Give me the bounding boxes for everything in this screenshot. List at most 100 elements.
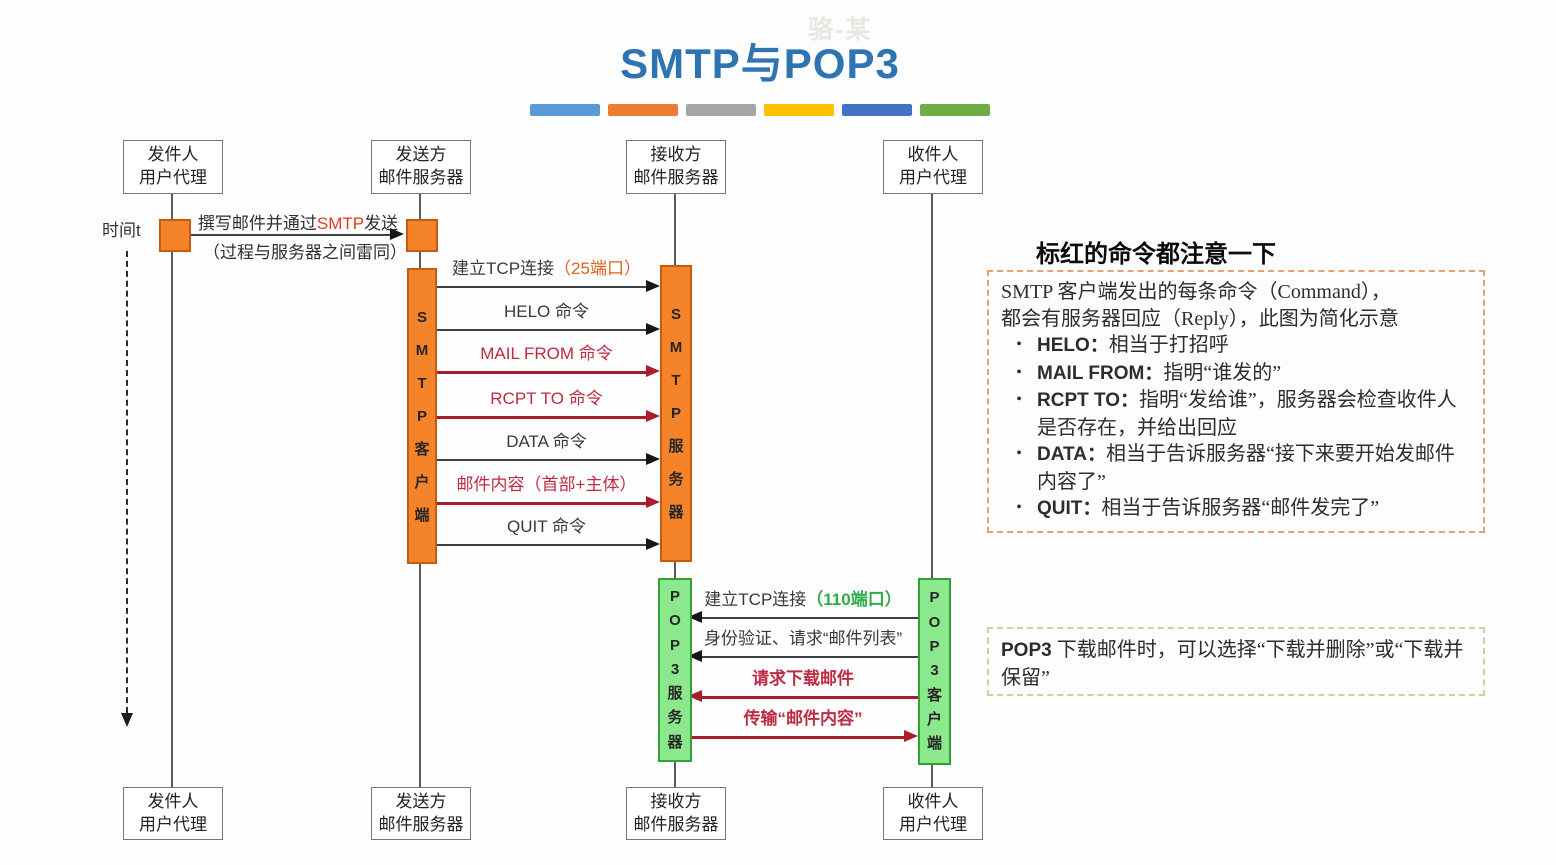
smtp-note-bullet-quit: • QUIT：相当于告诉服务器“邮件发完了”	[1001, 495, 1471, 523]
pop3-note-cmd: POP3	[1001, 640, 1052, 661]
smtp-note-bullet-mail-from: • MAIL FROM：指明“谁发的”	[1001, 360, 1471, 388]
message-label: DATA 命令	[506, 432, 587, 451]
bullet-icon: •	[1016, 445, 1022, 462]
bullet-desc: 相当于告诉服务器“邮件发完了”	[1101, 497, 1380, 519]
lifeline-sender-agent	[171, 192, 173, 787]
actor-label: 发件人	[147, 145, 199, 165]
compose-label-post: 发送	[364, 214, 399, 233]
pop3-server-activation-bar: P O P 3 服 务 器	[658, 578, 692, 762]
arrow-shaft	[688, 735, 905, 739]
divider-bar-5	[920, 104, 990, 116]
actor-box-top-sender-agent: 发件人 用户代理	[123, 140, 223, 194]
divider-bars	[530, 104, 990, 116]
label-text: 建立TCP连接	[704, 590, 807, 609]
actor-box-bottom-receiving-server: 接收方 邮件服务器	[626, 787, 726, 840]
arrow-shaft	[189, 234, 391, 236]
actor-label: 邮件服务器	[633, 168, 719, 187]
message-label: HELO 命令	[503, 302, 590, 321]
message-label: MAIL FROM 命令	[480, 344, 613, 363]
pop3-client-activation-bar: P O P 3 客 户 端	[918, 578, 951, 765]
actor-label: 发送方	[395, 145, 447, 165]
bullet-cmd: HELO：	[1037, 335, 1109, 356]
actor-label: 用户代理	[899, 814, 967, 834]
divider-bar-0	[530, 104, 600, 116]
arrowhead-icon	[904, 730, 918, 742]
arrowhead-icon	[646, 410, 660, 422]
actor-label: 用户代理	[139, 814, 207, 834]
arrow-shaft	[433, 329, 647, 331]
actor-box-top-recipient-agent: 收件人 用户代理	[883, 140, 983, 194]
actor-label: 用户代理	[899, 168, 967, 187]
smtp-note-bullet-data: • DATA：相当于告诉服务器“接下来要开始发邮件内容了”	[1001, 441, 1471, 495]
smtp-note-bullet-rcpt-to: • RCPT TO：指明“发给谁”，服务器会检查收件人是否存在，并给出回应	[1001, 387, 1471, 441]
compose-activation-sender	[159, 219, 191, 252]
smtp-client-bar-label: S M T P 客 户 端	[414, 308, 430, 524]
smtp-server-activation-bar: S M T P 服 务 器	[660, 265, 692, 562]
divider-bar-2	[686, 104, 756, 116]
bullet-cmd: DATA：	[1037, 444, 1106, 465]
divider-bar-4	[842, 104, 912, 116]
smtp-note-intro-line2: 都会有服务器回应（Reply），此图为简化示意	[1001, 307, 1399, 330]
message-label: 传输“邮件内容”	[743, 709, 863, 728]
actor-label: 发件人	[147, 791, 199, 811]
actor-label: 收件人	[907, 791, 959, 811]
message-label: 请求下载邮件	[752, 669, 854, 688]
message-label: 身份验证、请求“邮件列表”	[703, 629, 903, 648]
arrowhead-icon	[646, 538, 660, 550]
label-text: 建立TCP连接	[452, 259, 555, 278]
label-port: （25端口）	[554, 259, 641, 278]
bullet-desc: 指明“发给谁”，服务器会检查收件人是否存在，并给出回应	[1037, 389, 1457, 439]
arrowhead-icon	[646, 453, 660, 465]
actor-label: 邮件服务器	[378, 168, 464, 187]
bullet-text: DATA：相当于告诉服务器“接下来要开始发邮件内容了”	[1037, 441, 1471, 495]
bullet-cmd: RCPT TO：	[1037, 390, 1140, 411]
label-port: （110端口）	[806, 590, 902, 609]
watermark: 骆-某	[808, 16, 873, 44]
actor-label: 接收方	[650, 791, 702, 811]
divider-bar-1	[608, 104, 678, 116]
message-label: RCPT TO 命令	[490, 389, 603, 408]
arrow-shaft	[433, 415, 647, 419]
divider-bar-3	[764, 104, 834, 116]
actor-label: 收件人	[907, 145, 959, 165]
arrow-shaft	[433, 544, 647, 546]
actor-label: 发送方	[395, 791, 447, 811]
bullet-text: RCPT TO：指明“发给谁”，服务器会检查收件人是否存在，并给出回应	[1037, 387, 1471, 441]
lifeline-recipient-agent	[931, 192, 933, 787]
bullet-text: QUIT：相当于告诉服务器“邮件发完了”	[1037, 495, 1471, 523]
smtp-server-bar-label: S M T P 服 务 器	[668, 306, 684, 521]
message-label: 建立TCP连接（25端口）	[388, 254, 705, 279]
compose-label-highlight: SMTP	[316, 214, 365, 233]
bullet-desc: 相当于打招呼	[1108, 334, 1229, 356]
page-title: SMTP与POP3	[620, 40, 900, 87]
arrow-shaft	[433, 286, 647, 288]
bullet-text: HELO：相当于打招呼	[1037, 332, 1471, 360]
bullet-icon: •	[1016, 363, 1022, 381]
bullet-icon: •	[1016, 336, 1022, 353]
pop3-client-bar-label: P O P 3 客 户 端	[926, 589, 942, 753]
bullet-desc: 相当于告诉服务器“接下来要开始发邮件内容了”	[1037, 443, 1455, 493]
arrowhead-icon	[390, 228, 404, 240]
arrowhead-icon	[646, 323, 660, 335]
actor-label: 邮件服务器	[633, 814, 719, 834]
pop3-note-text: 下载邮件时，可以选择“下载并删除”或“下载并保留”	[1001, 639, 1464, 689]
time-axis-arrowhead-icon	[121, 713, 133, 727]
actor-box-bottom-recipient-agent: 收件人 用户代理	[883, 787, 983, 840]
smtp-client-activation-bar: S M T P 客 户 端	[407, 268, 437, 564]
arrowhead-icon	[646, 496, 660, 508]
compose-label-pre: 撰写邮件并通过	[197, 214, 317, 233]
message-label: QUIT 命令	[506, 517, 587, 536]
pop3-annotation-box: POP3 下载邮件时，可以选择“下载并删除”或“下载并保留”	[987, 627, 1485, 696]
compose-message-note: （过程与服务器之间雷同）	[203, 243, 407, 262]
message-label: 建立TCP连接（110端口）	[643, 585, 963, 610]
actor-box-top-sending-server: 发送方 邮件服务器	[371, 140, 471, 194]
actor-label: 邮件服务器	[378, 814, 464, 834]
actor-box-top-receiving-server: 接收方 邮件服务器	[626, 140, 726, 194]
pop3-server-bar-label: P O P 3 服 务 器	[667, 587, 683, 751]
annotation-heading: 标红的命令都注意一下	[1036, 241, 1276, 268]
arrowhead-icon	[646, 365, 660, 377]
bullet-desc: 指明“谁发的”	[1163, 361, 1282, 384]
arrow-shaft	[701, 695, 918, 699]
arrow-shaft	[701, 617, 918, 619]
